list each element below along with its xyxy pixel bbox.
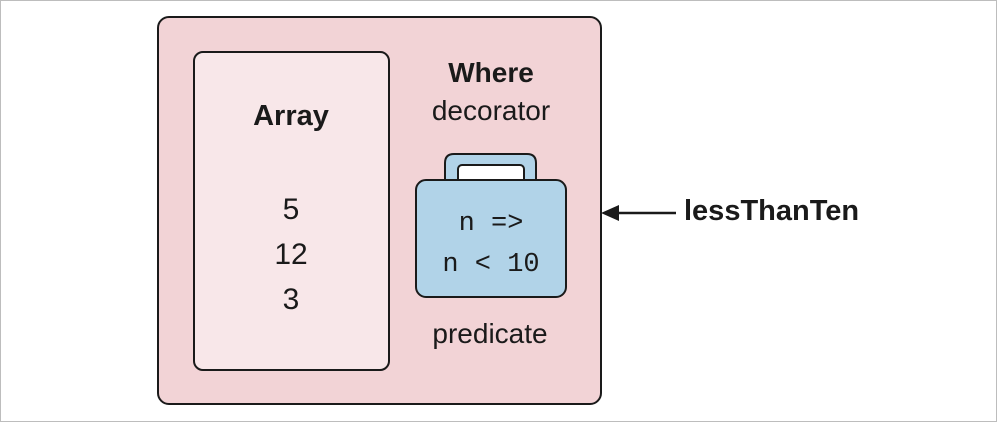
predicate-label: predicate <box>432 318 548 349</box>
less-than-ten-label: lessThanTen <box>684 195 860 227</box>
array-item: 5 <box>282 193 300 226</box>
arrow-left-icon <box>601 205 676 221</box>
suitcase-icon <box>415 153 567 298</box>
array-item: 12 <box>274 238 308 271</box>
array-box <box>193 51 390 371</box>
array-item: 3 <box>282 283 300 316</box>
decorator-subtitle: decorator <box>431 95 551 126</box>
array-title: Array <box>253 100 329 132</box>
where-title: Where <box>448 57 534 88</box>
predicate-code-line-1: n => <box>458 209 524 239</box>
predicate-code-line-2: n < 10 <box>442 250 540 280</box>
